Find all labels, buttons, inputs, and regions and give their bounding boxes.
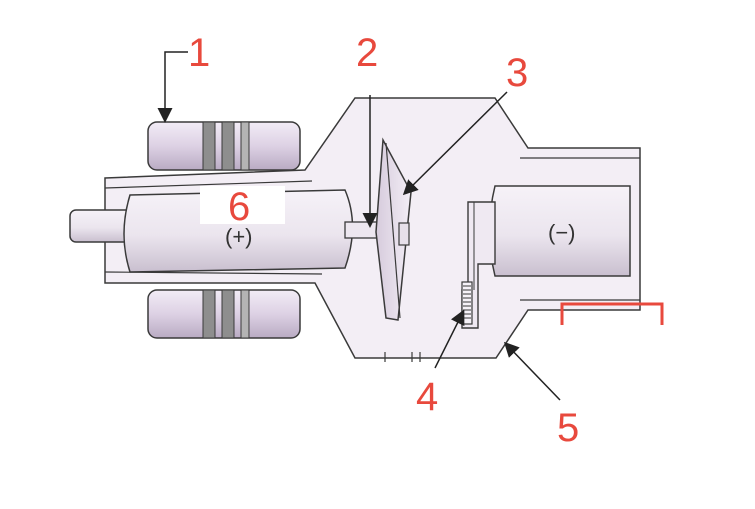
anode-disk-edge [385,142,401,319]
label-6-backdrop [200,186,285,224]
callout-6: 6 [228,185,250,229]
red-bracket [560,302,664,325]
callout-2: 2 [356,31,378,75]
envelope-inner-line [104,180,313,189]
callout-3: 3 [506,51,528,95]
leader-5 [503,341,561,401]
callout-5: 5 [557,406,579,450]
leader-4 [434,309,465,369]
callout-1: 1 [188,31,210,75]
stator-coil-bottom [147,289,301,339]
callout-4: 4 [416,375,438,419]
callout-leaders [157,51,561,401]
stator-coil-top [147,121,301,171]
anode-polarity-label: (+) [225,224,253,249]
cathode-polarity-label: (−) [548,220,576,245]
anode-body [123,189,354,273]
cathode-filament [461,281,473,325]
leader-3 [402,91,508,196]
leader-1 [157,51,188,123]
anode-disk-hub [398,222,410,246]
